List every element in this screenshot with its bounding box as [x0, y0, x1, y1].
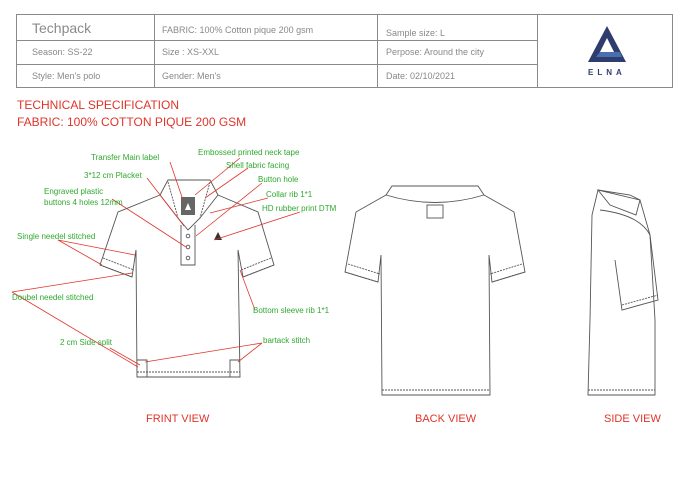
elna-logo-icon [588, 26, 626, 62]
label-transfer: Transfer Main label [91, 153, 160, 162]
fabric-title: FABRIC: 100% COTTON PIQUE 200 GSM [17, 115, 247, 129]
label-engraved-2: buttons 4 holes 12mm [44, 198, 123, 207]
fabric-field: FABRIC: 100% Cotton pique 200 gsm [162, 25, 314, 35]
side-collar [596, 189, 641, 216]
header-table [16, 14, 673, 88]
doc-title: Techpack [32, 20, 92, 36]
purpose-field: Perpose: Around the city [386, 47, 485, 57]
back-body-outline [344, 194, 526, 396]
caption-back-view: BACK VIEW [415, 413, 477, 425]
label-buttonhole: Button hole [258, 175, 299, 184]
label-collar: Collar rib 1*1 [266, 190, 313, 199]
label-sleeve: Bottom sleeve rib 1*1 [253, 306, 330, 315]
gender-field: Gender: Men's [162, 71, 221, 81]
back-collar [385, 185, 485, 203]
side-body-outline [587, 189, 656, 396]
season-field: Season: SS-22 [32, 47, 93, 57]
caption-side-view: SIDE VIEW [604, 413, 661, 425]
divider [377, 15, 378, 87]
label-split: 2 cm Side split [60, 338, 113, 347]
label-embossed: Embossed printed neck tape [198, 148, 300, 157]
label-placket: 3*12 cm Placket [84, 171, 142, 180]
label-bartack: bartack stitch [263, 336, 311, 345]
label-shell: Shell fabric facing [226, 161, 290, 170]
label-engraved-1: Engraved plastic [44, 187, 104, 196]
date-field: Date: 02/10/2021 [386, 71, 456, 81]
style-field: Style: Men's polo [32, 71, 101, 81]
side-sleeve [599, 209, 659, 311]
label-doubel: Doubel needel stitched [12, 293, 94, 302]
spec-title: TECHNICAL SPECIFICATION [17, 98, 180, 112]
caption-front-view: FRINT VIEW [146, 413, 210, 425]
divider [537, 15, 538, 87]
size-field: Size : XS-XXL [162, 47, 220, 57]
front-body-outline [99, 194, 275, 378]
label-single: Single needel stitched [17, 232, 96, 241]
sample-size-field: Sample size: L [386, 28, 446, 38]
divider [154, 15, 155, 87]
logo-wordmark: ELNA [588, 68, 626, 77]
divider [17, 40, 537, 41]
divider [17, 64, 537, 65]
label-rubber: HD rubber print DTM [262, 204, 337, 213]
